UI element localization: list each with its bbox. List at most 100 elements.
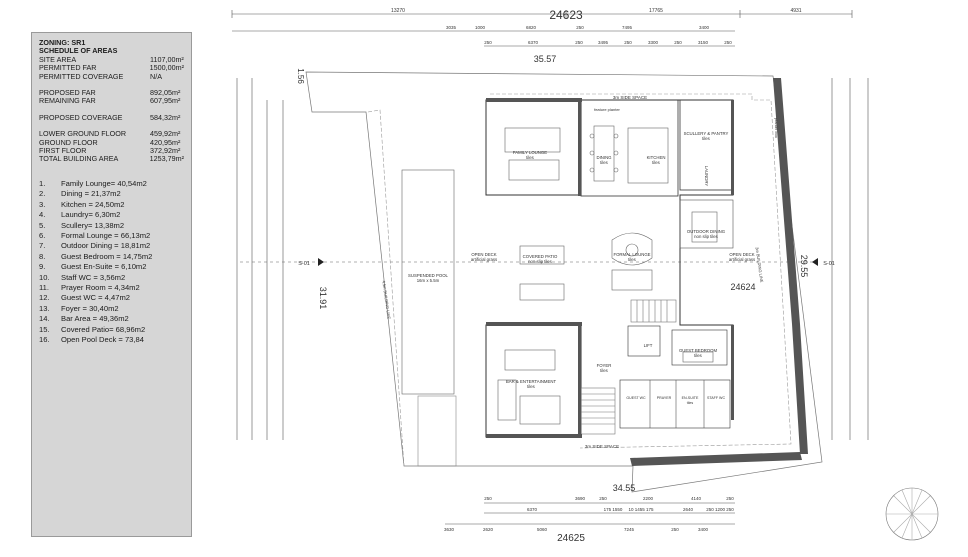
room-area-text: Foyer = 30,40m2 [61, 303, 119, 313]
dimension-label: 3035 [446, 25, 457, 30]
schedule-row-value: 607,95m² [150, 96, 181, 106]
suspended-pool [401, 169, 455, 395]
room-number: 8. [39, 251, 46, 261]
boundary-bottom-label: 34.55 [613, 483, 636, 493]
room-number: 12. [39, 293, 50, 303]
room-number: 16. [39, 334, 50, 344]
schedule-row: PROPOSED COVERAGE 584,32m² [39, 112, 184, 122]
boundary-corner-label: 1.56 [296, 68, 305, 84]
open-deck-left-label: OPEN DECK [471, 252, 496, 257]
side-space-bottom-label: 3m SIDE SPACE [585, 444, 619, 449]
covered-patio-label: COVERED PATIO [523, 254, 558, 259]
room-area-text: Guest En-Suite = 6,10m2 [61, 262, 147, 272]
dimension-label: 2620 [483, 527, 494, 532]
room-area-item: 16. Open Pool Deck = 73,84 [39, 335, 184, 345]
building-line-right-label: 3m BUILDING LINE [755, 247, 765, 283]
formal-lounge-finish: tiles [628, 257, 636, 262]
dimension-label: 3690 [575, 496, 586, 501]
dim-top-b: 17765 [649, 8, 663, 14]
dimension-label: 5060 [537, 527, 548, 532]
room-area-text: Covered Patio= 68,96m2 [61, 324, 146, 334]
boundary-top-label: 35.57 [534, 54, 557, 64]
room-area-text: Formal Lounge = 66,13m2 [61, 230, 151, 240]
dimension-label: 7495 [622, 25, 633, 30]
dimension-label: 175 1550 [604, 507, 623, 512]
dimension-label: 3300 [648, 40, 659, 45]
room-number: 14. [39, 314, 50, 324]
dimension-label: 250 [726, 496, 734, 501]
room-area-item: 6. Formal Lounge = 66,13m2 [39, 231, 184, 241]
schedule-row-label: FIRST FLOOR [39, 146, 87, 156]
schedule-heading: SCHEDULE OF AREAS [39, 46, 118, 56]
guest-bedroom-finish: tiles [694, 353, 702, 358]
dimension-label: 7245 [624, 527, 635, 532]
dimension-label: 10 1455 175 [628, 507, 654, 512]
room-number: 10. [39, 272, 50, 282]
schedule-row-value: 584,32m² [150, 112, 181, 122]
side-space-top-label: 3m SIDE SPACE [613, 95, 647, 100]
dimension-label: 1000 [475, 25, 486, 30]
schedule-row-label: PROPOSED FAR [39, 88, 96, 98]
dim-top-total: 24623 [549, 8, 583, 22]
schedule-row-value: 1107,00m² [150, 54, 184, 64]
dimension-label: 250 [575, 40, 583, 45]
room-number: 15. [39, 324, 50, 334]
dimension-label: 250 [724, 40, 732, 45]
covered-patio-finish: non slip tiles [528, 259, 552, 264]
open-deck-left-finish: artificial grass [471, 257, 497, 262]
foyer-label: FOYER [597, 363, 612, 368]
formal-lounge-label: FORMAL LOUNGE [613, 252, 650, 257]
dimension-label: 3630 [444, 527, 455, 532]
room-area-item: 13.Foyer = 30,40m2 [39, 304, 184, 314]
suspended-pool-label: SUSPENDED POOL [408, 273, 448, 278]
schedule-row-label: LOWER GROUND FLOOR [39, 129, 127, 139]
scullery-label: SCULLERY & PANTRY [684, 131, 729, 136]
bar-finish: tiles [527, 384, 535, 389]
dim-bottom-row3: 3630 2620 5060 7245 250 3400 [444, 527, 709, 532]
room-area-item: 15. Covered Patio= 68,96m2 [39, 325, 184, 335]
room-number: 9. [39, 262, 46, 272]
schedule-row-value: 459,92m² [150, 129, 181, 139]
dimension-label: 250 [671, 527, 679, 532]
dimension-label: 2200 [643, 496, 654, 501]
dim-bottom-total: 24625 [557, 533, 585, 544]
feature-planter-label: feature planter [594, 107, 620, 112]
room-area-item: 3.Kitchen = 24,50m2 [39, 200, 184, 210]
outdoor-dining-label: OUTDOOR DINING [687, 229, 726, 234]
dimension-label: 250 [576, 25, 584, 30]
room-area-item: 8.Guest Bedroom = 14,75m2 [39, 252, 184, 262]
room-area-text: Staff WC = 3,56m2 [61, 272, 126, 282]
schedule-row: SITE AREA 1107,00m² [39, 54, 184, 64]
dimension-label: 4140 [691, 496, 702, 501]
schedule-row-label: PROPOSED COVERAGE [39, 112, 123, 122]
guest-bedroom-label: GUEST BEDROOM [679, 348, 718, 353]
schedule-row-label: SITE AREA [39, 54, 77, 64]
open-deck-right-label: OPEN DECK [729, 252, 754, 257]
building-line-label: 4.5m BUILDING LINE [381, 280, 391, 320]
room-number: 6. [39, 230, 46, 240]
room-number: 5. [39, 220, 46, 230]
room-area-item: 4.Laundry= 6,30m2 [39, 210, 184, 220]
dimension-label: 3400 [698, 527, 709, 532]
room-area-text: Laundry= 6,30m2 [61, 210, 121, 220]
room-area-text: Family Lounge= 40,54m2 [61, 178, 147, 188]
room-number: 2. [39, 189, 46, 199]
room-area-text: Open Pool Deck = 73,84 [61, 334, 144, 344]
suspended-pool-size: 16m x 5.5m [417, 278, 440, 283]
room-area-text: Prayer Room = 4,34m2 [61, 282, 140, 292]
schedule-row-value: N/A [150, 71, 162, 81]
